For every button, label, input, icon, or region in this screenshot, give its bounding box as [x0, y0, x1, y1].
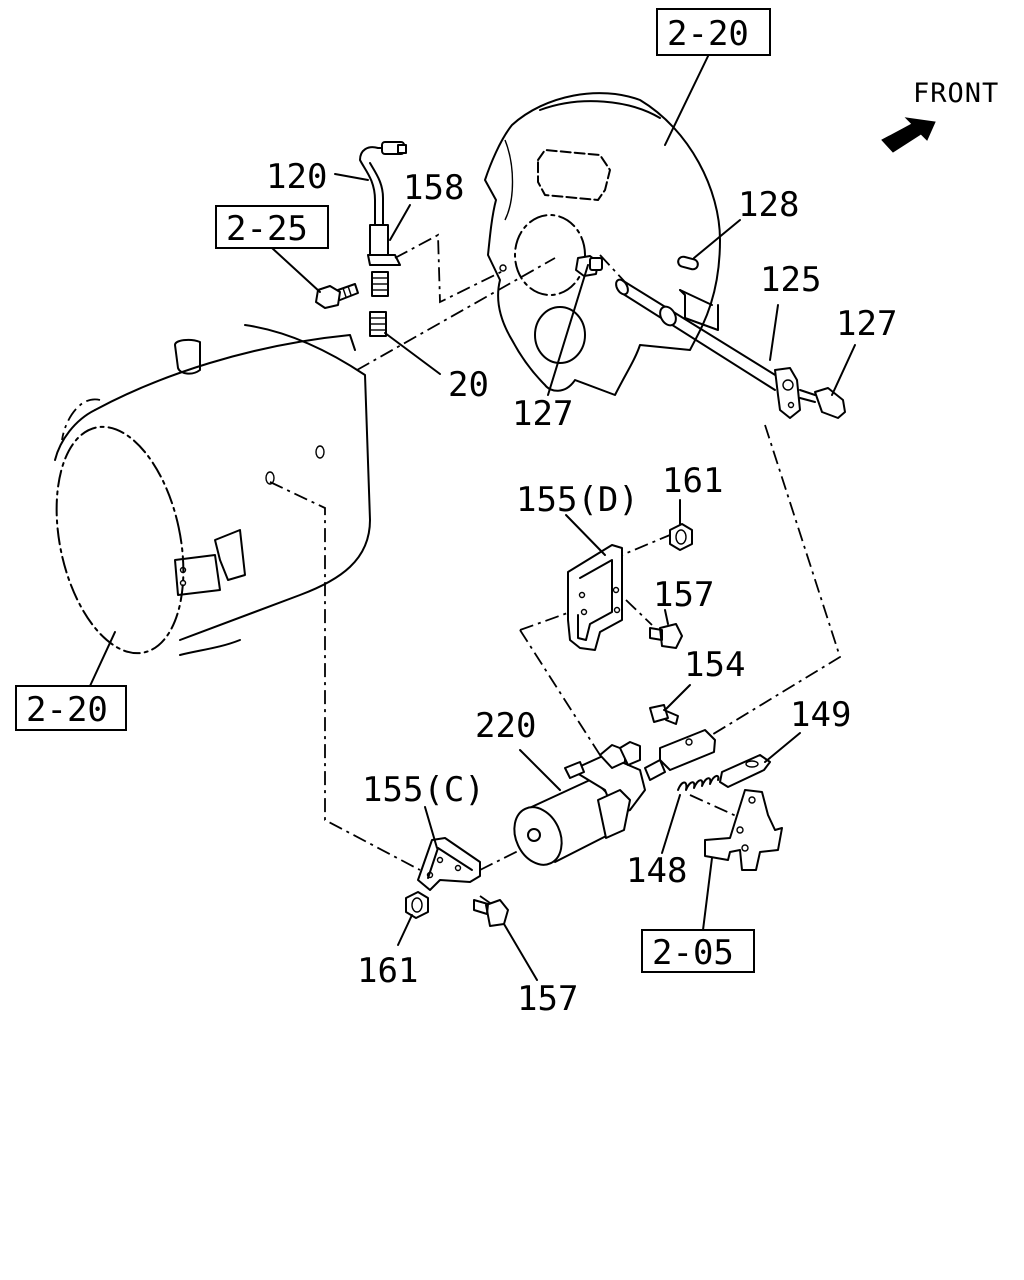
front-label: FRONT [913, 78, 999, 109]
part-label-20: 20 [448, 365, 489, 405]
nut-161-top-drawing [669, 523, 693, 551]
spring-148-drawing [677, 774, 720, 791]
bolt-157-bottom-drawing [473, 899, 509, 927]
tank-drawing [54, 324, 371, 656]
fitting-127-left-drawing [575, 255, 603, 277]
part-label-127-left: 127 [512, 394, 573, 434]
arrow-icon [881, 117, 936, 153]
nut-161-bottom-drawing [405, 891, 429, 919]
ref-label-top: 2-20 [667, 14, 749, 54]
part-labels: 120 158 20 127 128 125 127 155(D) 161 15… [266, 157, 897, 1019]
bolt-154-drawing [649, 704, 679, 725]
pin-128-drawing [677, 255, 699, 271]
part-label-161-bottom: 161 [357, 951, 418, 991]
bracket-155d-drawing [567, 544, 623, 651]
bracket-155c-drawing [417, 837, 481, 891]
part-label-127-right: 127 [836, 304, 897, 344]
bolt-drawing [315, 283, 359, 309]
ref-box-bottom-right[interactable]: 2-05 [641, 929, 755, 973]
shaft-125-drawing [615, 278, 801, 419]
clevis-149-drawing [659, 729, 771, 788]
plate-2-05-drawing [704, 789, 783, 871]
bolt-157-top-drawing [649, 623, 683, 649]
part-label-161-top: 161 [662, 461, 723, 501]
part-label-149: 149 [790, 695, 851, 735]
front-indicator: FRONT [881, 78, 999, 153]
part-label-220: 220 [475, 706, 536, 746]
label-leaders [89, 51, 856, 981]
ref-box-bottom-left[interactable]: 2-20 [15, 685, 127, 731]
ref-label-left-mid: 2-25 [226, 209, 308, 249]
part-label-128: 128 [738, 185, 799, 225]
part-label-158: 158 [403, 168, 464, 208]
part-label-148: 148 [626, 851, 687, 891]
ref-label-bottom-left: 2-20 [26, 690, 108, 730]
part-label-157-bottom: 157 [517, 979, 578, 1019]
part-label-125: 125 [760, 260, 821, 300]
bell-housing-drawing [484, 92, 721, 396]
ref-box-top[interactable]: 2-20 [656, 8, 771, 56]
fitting-127-right-drawing [799, 387, 846, 419]
part-label-157-top: 157 [653, 575, 714, 615]
ref-label-bottom-right: 2-05 [652, 933, 734, 973]
part-label-154: 154 [684, 645, 745, 685]
part-label-155d: 155(D) [516, 480, 639, 520]
ref-box-left-mid[interactable]: 2-25 [215, 205, 329, 249]
part-label-155c: 155(C) [362, 770, 485, 810]
part-label-120: 120 [266, 157, 327, 197]
cylinder-220-drawing [513, 741, 666, 866]
pipe-120-drawing [359, 141, 407, 337]
